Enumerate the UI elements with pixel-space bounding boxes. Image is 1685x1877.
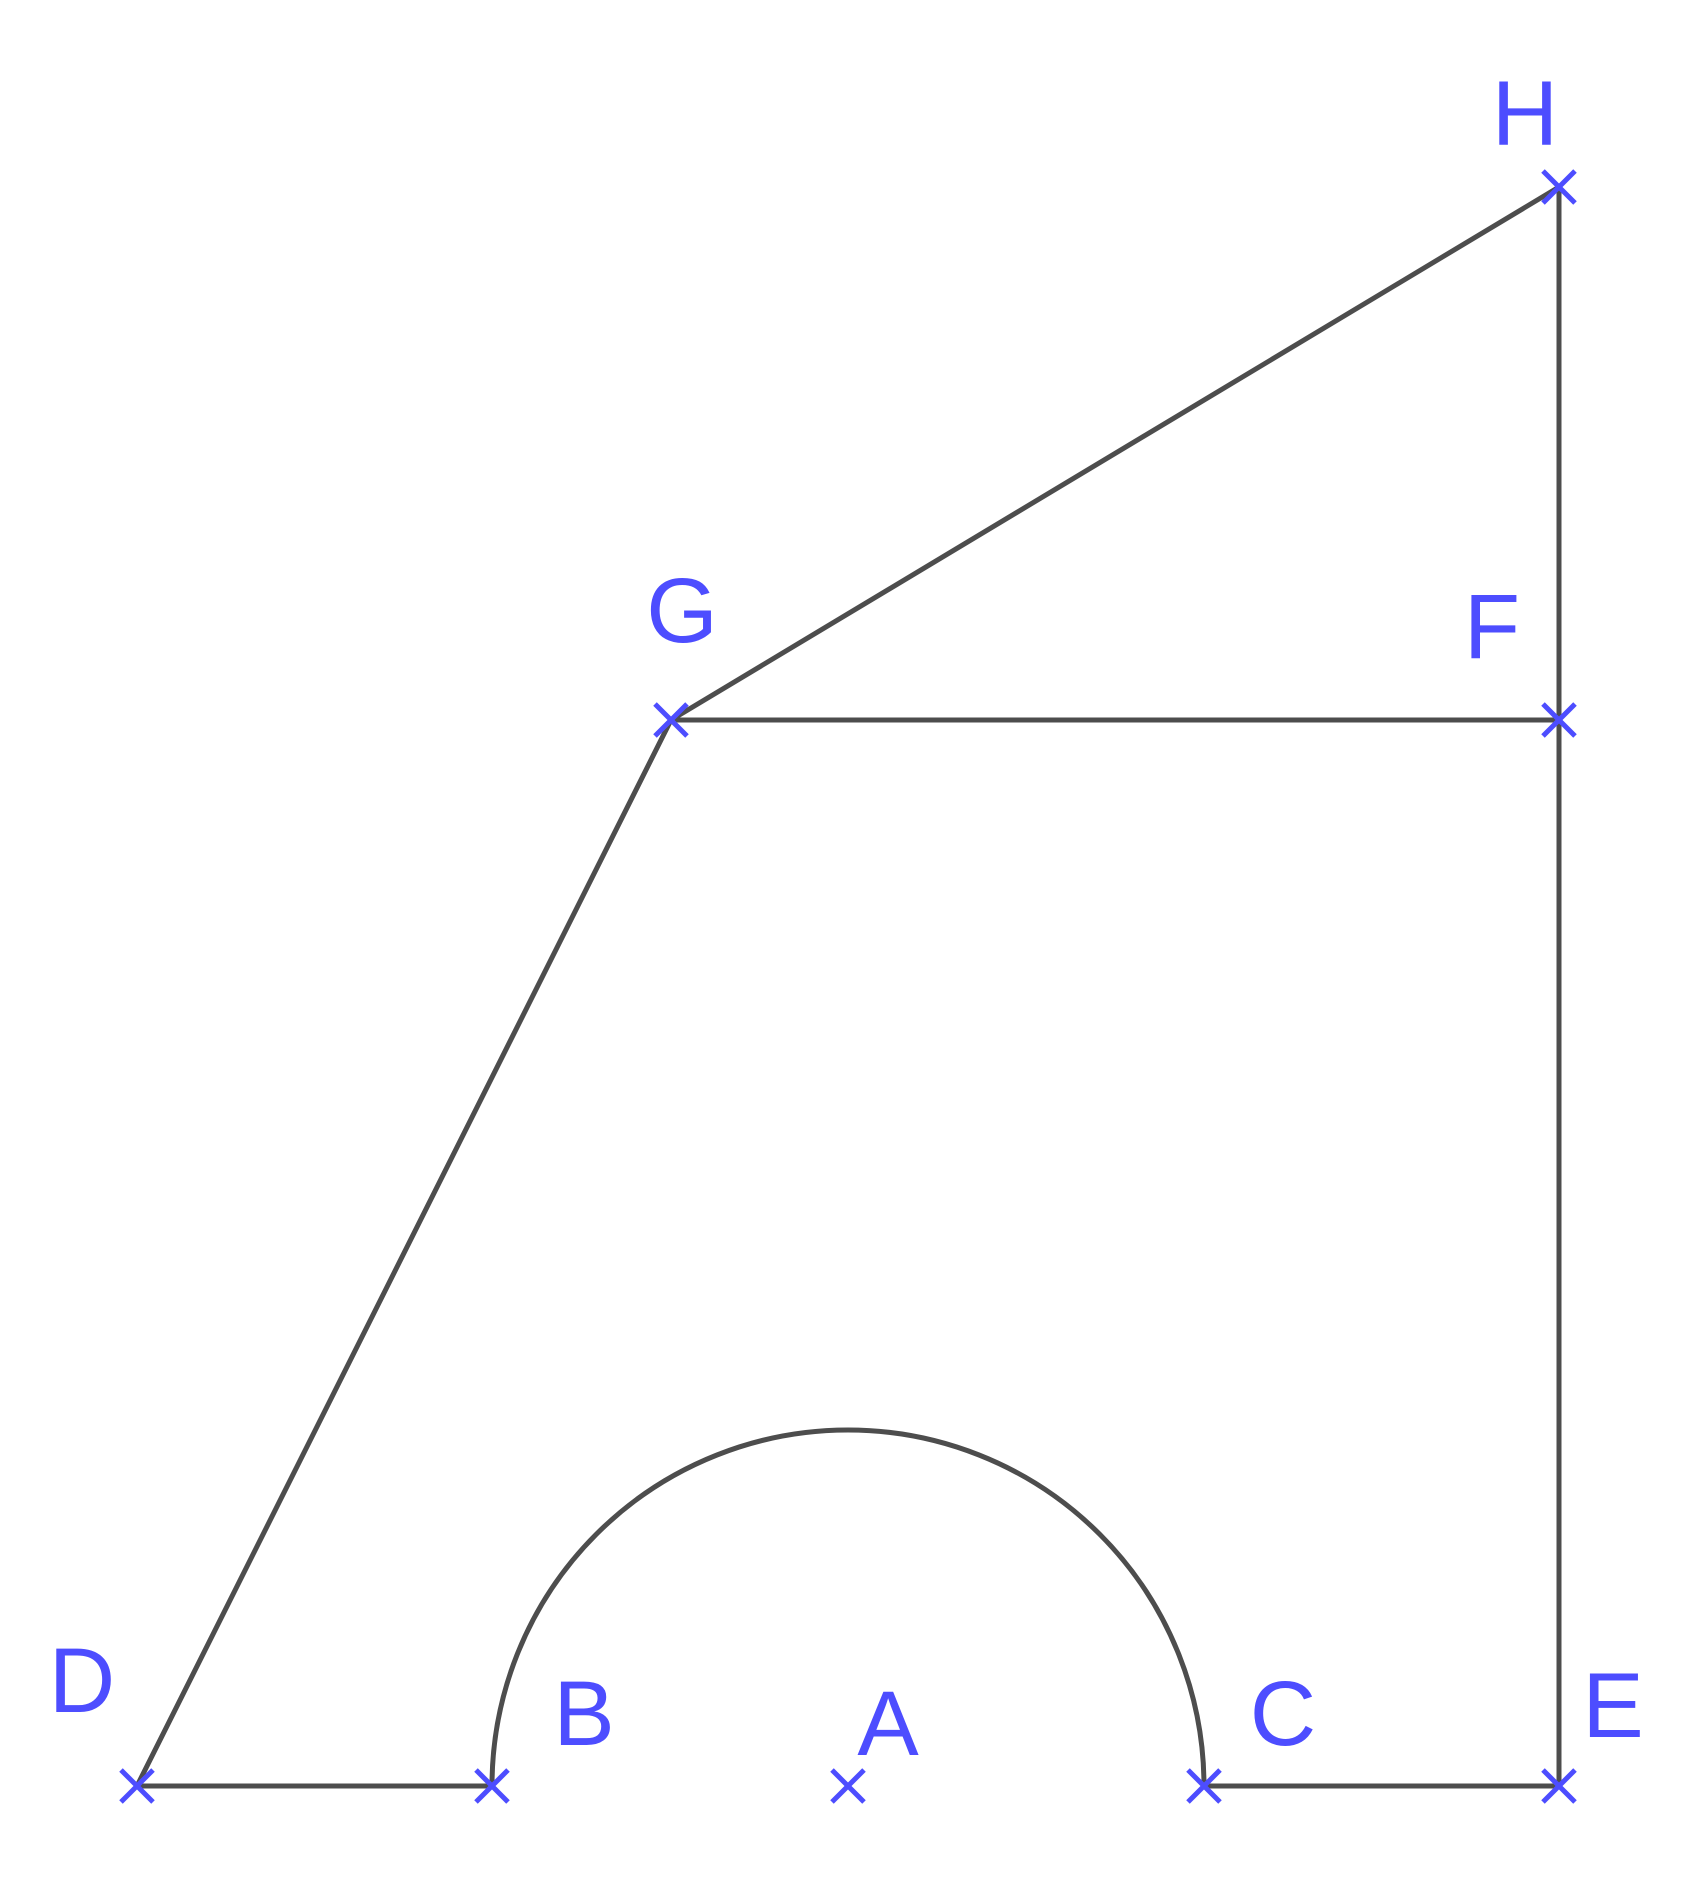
point-marker-A [830,1768,866,1804]
label-E: E [1582,1655,1643,1757]
segment-GH [668,184,1562,723]
point-markers [119,169,1577,1804]
label-D: D [49,1630,115,1732]
point-marker-F [1541,702,1577,738]
label-A: A [857,1673,919,1775]
edges [134,184,1562,1789]
point-marker-D [119,1768,155,1804]
point-labels: A B C D E F G H [49,63,1644,1775]
label-H: H [1492,63,1558,165]
arc-BC [489,1427,1207,1789]
point-marker-B [474,1768,510,1804]
point-marker-H [1541,169,1577,205]
point-marker-E [1541,1768,1577,1804]
label-C: C [1250,1663,1316,1765]
label-F: F [1464,576,1520,678]
point-marker-C [1186,1768,1222,1804]
segment-DG [134,717,674,1789]
label-B: B [553,1663,614,1765]
point-marker-G [653,702,689,738]
label-G: G [646,560,718,662]
